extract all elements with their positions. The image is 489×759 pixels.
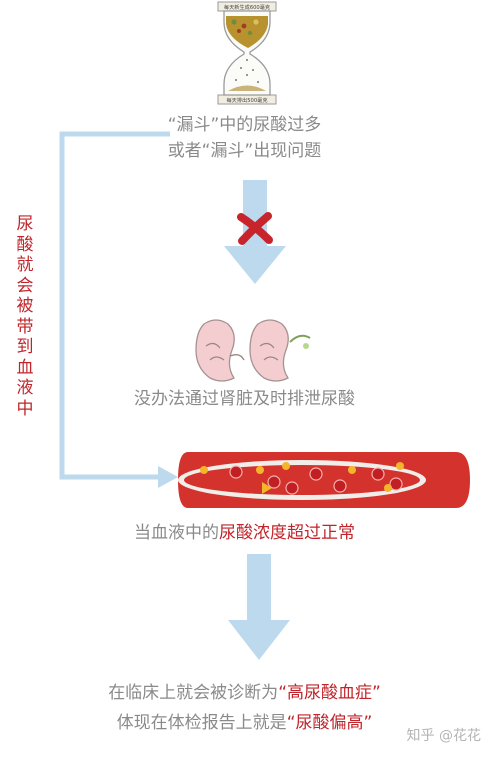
funnel-caption-line1: “漏斗”中的尿酸过多 — [167, 115, 322, 135]
blood-caption-prefix: 当血液中的 — [134, 523, 219, 543]
hourglass-top-label: 每天新生成600毫克 — [224, 3, 270, 11]
blood-caption-highlight: 尿酸浓度超过正常 — [219, 523, 355, 543]
funnel-caption-line2: 或者“漏斗”出现问题 — [167, 141, 322, 161]
blood-vessel — [178, 452, 470, 508]
kidney-icon — [195, 319, 311, 382]
hourglass-illustration: 每天新生成600毫克 每天排出500毫克 — [217, 1, 277, 105]
hourglass-bottom-label: 每天排出500毫克 — [226, 96, 267, 104]
side-label: 尿酸就会被带到血液中 — [16, 214, 34, 419]
cross-icon — [237, 212, 273, 245]
diagnosis-line2: 体现在体检报告上就是“尿酸偏高” — [0, 708, 489, 738]
watermark: 知乎 @花花 — [406, 728, 481, 744]
kidney-caption: 没办法通过肾脏及时排泄尿酸 — [134, 389, 355, 409]
down-arrow — [228, 554, 290, 660]
blood-caption: 当血液中的尿酸浓度超过正常 — [0, 520, 489, 546]
diagnosis-caption: 在临床上就会被诊断为“高尿酸血症” 体现在体检报告上就是“尿酸偏高” — [0, 678, 489, 738]
funnel-caption: “漏斗”中的尿酸过多 或者“漏斗”出现问题 — [0, 112, 489, 164]
diagnosis-line2-prefix: 体现在体检报告上就是 — [116, 713, 287, 733]
diagnosis-line1-highlight: “高尿酸血症” — [278, 683, 381, 703]
diagnosis-line1-prefix: 在临床上就会被诊断为 — [108, 683, 279, 703]
diagnosis-line1: 在临床上就会被诊断为“高尿酸血症” — [0, 678, 489, 708]
diagnosis-line2-highlight: “尿酸偏高” — [286, 713, 373, 733]
